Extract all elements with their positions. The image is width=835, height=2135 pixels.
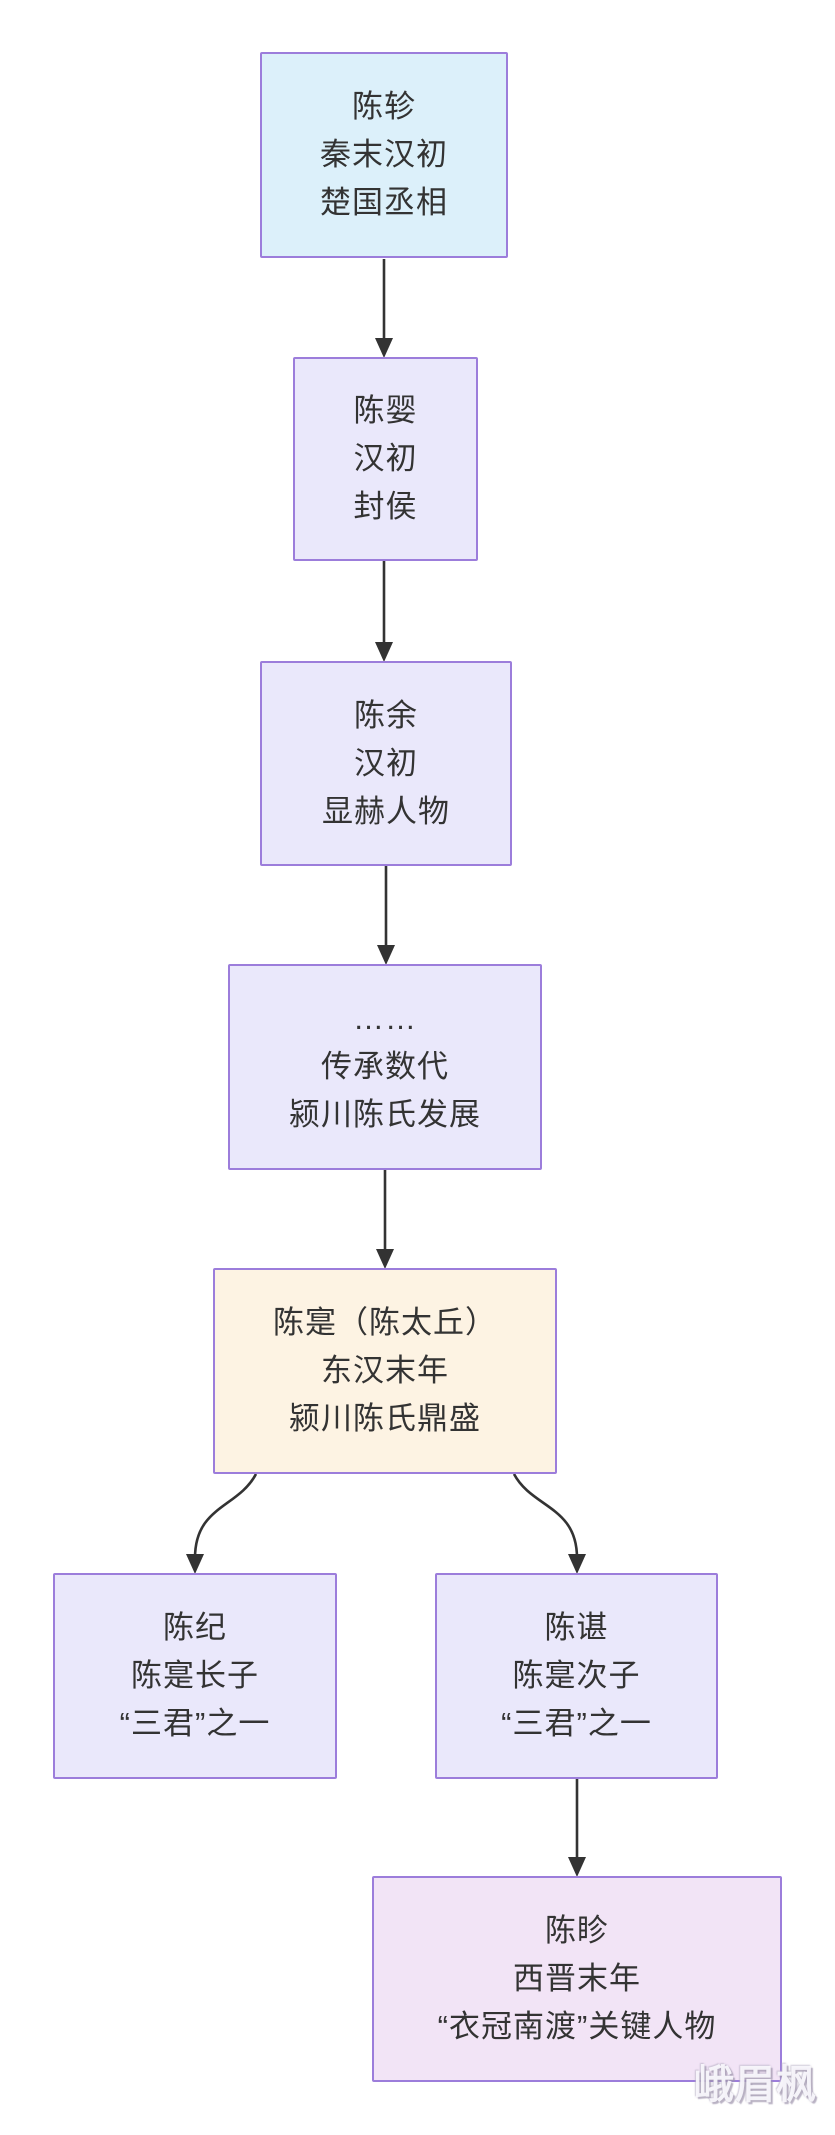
node-description: “三君”之一 (119, 1706, 271, 1741)
node-description: 颍川陈氏发展 (289, 1097, 481, 1132)
node-era: 西晋末年 (513, 1961, 641, 1996)
node-description: 封侯 (353, 489, 418, 524)
node-ellipsis: …… (353, 1001, 417, 1036)
node-person-name: 陈眕 (545, 1913, 609, 1948)
node-generations-ellipsis: …… 传承数代 颍川陈氏发展 (228, 964, 542, 1170)
node-chen-shi: 陈寔（陈太丘） 东汉末年 颍川陈氏鼎盛 (213, 1268, 557, 1474)
node-chen-ji: 陈纪 陈寔长子 “三君”之一 (53, 1573, 337, 1779)
node-era: 东汉末年 (321, 1353, 449, 1388)
node-person-name: 陈纪 (163, 1610, 227, 1645)
node-person-name: 陈余 (354, 697, 418, 733)
node-description: 楚国丞相 (320, 185, 448, 220)
node-description: “三君”之一 (501, 1706, 652, 1741)
node-person-name: 陈寔（陈太丘） (273, 1305, 497, 1340)
node-relation: 陈寔长子 (131, 1658, 259, 1693)
node-description: 显赫人物 (322, 793, 450, 829)
node-era: 传承数代 (321, 1049, 449, 1084)
node-chen-zhen-qin: 陈轸 秦末汉初 楚国丞相 (260, 52, 508, 258)
node-chen-ying: 陈婴 汉初 封侯 (293, 357, 478, 561)
node-person-name: 陈轸 (352, 89, 416, 124)
edge-arrow-chen-shi-to-chen-ji (186, 1473, 258, 1574)
node-era: 汉初 (354, 745, 418, 781)
node-description: “衣冠南渡”关键人物 (437, 2009, 717, 2044)
node-chen-yu: 陈余 汉初 显赫人物 (260, 661, 512, 866)
node-person-name: 陈谌 (544, 1610, 609, 1645)
node-era: 汉初 (353, 441, 418, 476)
node-era: 秦末汉初 (320, 137, 448, 172)
node-chen-zhen-jin: 陈眕 西晋末年 “衣冠南渡”关键人物 (372, 1876, 782, 2082)
node-description: 颍川陈氏鼎盛 (289, 1401, 481, 1436)
node-person-name: 陈婴 (353, 393, 418, 428)
node-relation: 陈寔次子 (512, 1658, 641, 1693)
node-chen-chen: 陈谌 陈寔次子 “三君”之一 (435, 1573, 718, 1779)
edge-arrow-chen-shi-to-chen-chen (512, 1473, 586, 1574)
